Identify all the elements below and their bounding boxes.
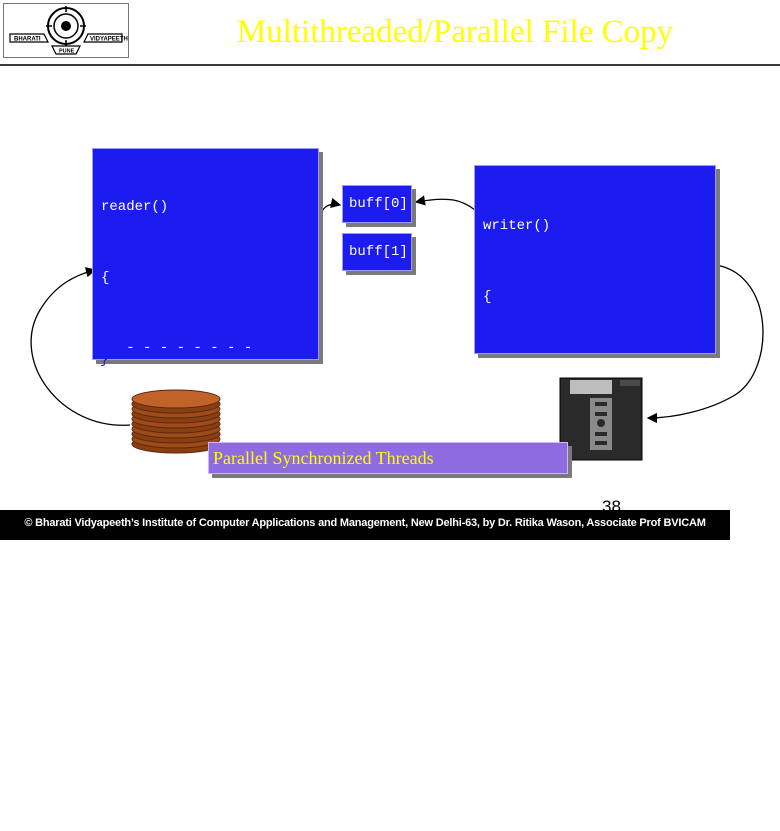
logo-text-right: VIDYAPEETH xyxy=(90,37,128,43)
reader-line: read(src,buff[i]); xyxy=(101,551,278,568)
buffer-0: buff[0] xyxy=(342,185,412,223)
logo-text-bottom: PUNE xyxy=(59,49,75,55)
writer-line: } xyxy=(483,711,492,728)
disk-to-reader-arrow xyxy=(30,267,131,426)
reader-line: - xyxy=(101,410,135,427)
reader-closing-brace: } xyxy=(100,352,109,368)
reader-line: reader() xyxy=(101,199,169,215)
writer-line: unlock(buff[i]); xyxy=(483,570,643,587)
reader-line: - - - - - - - - xyxy=(101,340,253,356)
writer-to-floppy-arrow xyxy=(646,264,764,424)
reader-line: { xyxy=(101,269,110,286)
writer-line: - - - - - - - - - - xyxy=(483,359,668,375)
reader-line: - xyxy=(101,763,135,779)
slide-code: U2.38 xyxy=(737,518,767,530)
caption-box: Parallel Synchronized Threads xyxy=(208,442,568,474)
institute-logo: BHARATI VIDYAPEETH PUNE xyxy=(3,3,129,58)
reader-line: unlock(buff[i]); xyxy=(101,622,261,638)
buffer-1: buff[1] xyxy=(342,233,412,271)
caption-text: Parallel Synchronized Threads xyxy=(213,448,434,468)
writer-line: { xyxy=(483,288,492,305)
buffer-0-label: buff[0] xyxy=(349,196,408,212)
reader-line: - - - - - - - - - xyxy=(101,692,270,709)
reader-line: lock(buff[i]); xyxy=(101,481,244,497)
logo-text-left: BHARATI xyxy=(14,37,41,43)
buffer-1-label: buff[1] xyxy=(349,244,408,260)
floppy-disk-icon xyxy=(559,377,643,461)
writer-line: - - - - - - - - - - xyxy=(483,641,668,657)
writer-from-buffer-arrow xyxy=(414,195,476,211)
footer-bar xyxy=(0,510,730,540)
footer-credit: © Bharati Vidyapeeth’s Institute of Comp… xyxy=(24,517,706,529)
slide-title: Multithreaded/Parallel File Copy xyxy=(236,14,674,50)
title-divider xyxy=(0,64,780,66)
writer-line: writer() xyxy=(483,218,551,234)
